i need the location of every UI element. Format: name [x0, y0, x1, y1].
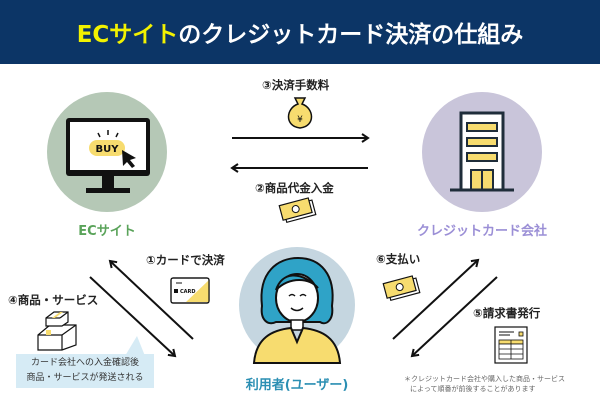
svg-text:¥: ¥ [297, 115, 303, 125]
ec-site-node: BUY [47, 92, 167, 212]
arrow-goods [89, 276, 177, 358]
cash-icon [278, 197, 317, 224]
callout-tail [125, 336, 145, 356]
invoice-document-icon [494, 326, 528, 364]
user-avatar-icon [252, 256, 342, 364]
money-bag-icon: ¥ [287, 97, 313, 129]
title-highlight: ECサイト [76, 22, 179, 48]
note-line-1: ＊クレジットカード会社や購入した商品・サービス [404, 375, 565, 383]
user-label: 利用者(ユーザー) [245, 378, 349, 393]
shipping-callout: カード会社への入金確認後 商品・サービスが発送される [16, 354, 154, 388]
cursor-icon [122, 150, 136, 168]
step-1-label: ①カードで決済 [146, 253, 225, 267]
order-note: ＊クレジットカード会社や購入した商品・サービス によって順番が前後することがあり… [404, 374, 565, 394]
title-rest: のクレジットカード決済の仕組み [178, 22, 524, 48]
cash-icon [382, 275, 421, 302]
step-5-label: ⑤請求書発行 [473, 306, 541, 320]
buy-button-text: BUY [96, 144, 120, 155]
user-node [239, 247, 355, 364]
credit-card-icon: CARD [170, 277, 210, 304]
card-company-label: クレジットカード会社 [416, 224, 548, 239]
step-3-label: ③決済手数料 [262, 78, 330, 92]
note-line-2: によって順番が前後することがあります [410, 385, 536, 393]
step-6-label: ⑥支払い [376, 252, 421, 266]
callout-line-1: カード会社への入金確認後 [30, 358, 139, 368]
package-boxes-icon [37, 311, 77, 351]
card-company-node [422, 92, 542, 212]
page-title: ECサイトのクレジットカード決済の仕組み [77, 15, 524, 49]
building-icon [450, 111, 514, 192]
arrow-pay-card-company [392, 258, 480, 340]
header-banner: ECサイトのクレジットカード決済の仕組み [0, 0, 600, 64]
arrow-invoice [410, 276, 498, 358]
ec-site-label: ECサイト [78, 224, 136, 239]
card-text: CARD [180, 289, 196, 295]
step-2-label: ②商品代金入金 [255, 181, 334, 195]
callout-line-2: 商品・サービスが発送される [26, 373, 144, 383]
step-4-label: ④商品・サービス [8, 293, 99, 307]
monitor-icon: BUY [66, 118, 150, 193]
arrow-card-payment [108, 259, 194, 340]
